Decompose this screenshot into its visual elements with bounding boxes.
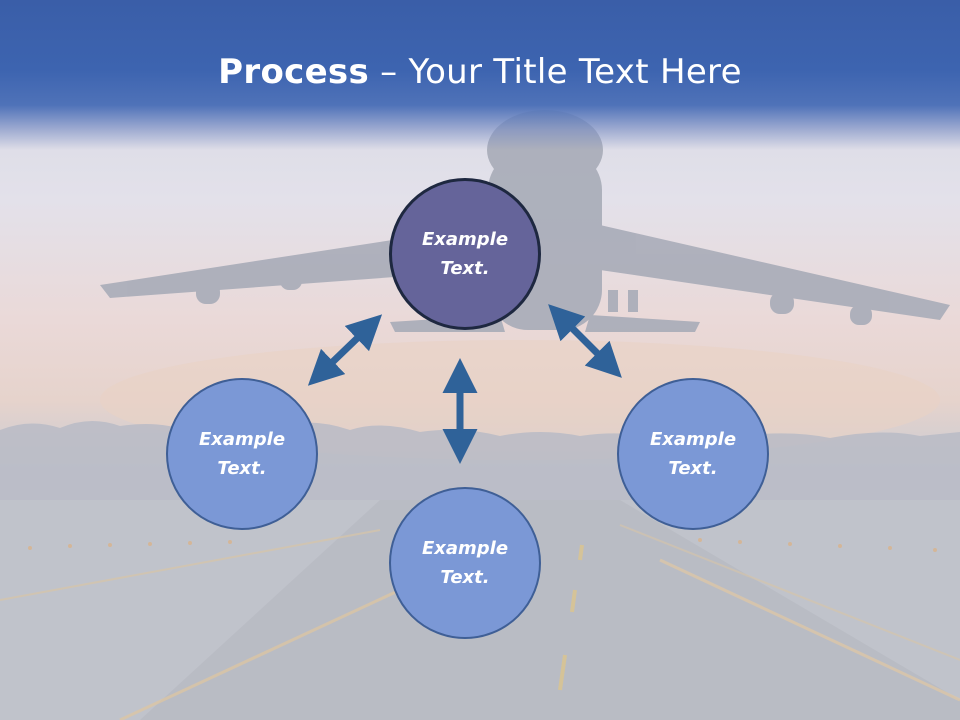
slide-title: Process – Your Title Text Here bbox=[0, 52, 960, 92]
process-node-left-label: Example Text. bbox=[198, 429, 286, 479]
process-node-right[interactable]: Example Text. bbox=[617, 378, 769, 530]
title-band bbox=[0, 0, 960, 150]
process-node-bottom-label: Example Text. bbox=[421, 538, 509, 588]
process-node-top-label: Example Text. bbox=[421, 229, 509, 279]
process-node-bottom[interactable]: Example Text. bbox=[389, 487, 541, 639]
arrow-top-left bbox=[307, 314, 383, 386]
process-node-top[interactable]: Example Text. bbox=[389, 178, 541, 330]
title-rest-part: – Your Title Text Here bbox=[369, 52, 742, 92]
process-node-right-label: Example Text. bbox=[649, 429, 737, 479]
title-bold-part: Process bbox=[218, 52, 370, 92]
process-node-left[interactable]: Example Text. bbox=[166, 378, 318, 530]
arrow-top-right bbox=[548, 304, 622, 378]
